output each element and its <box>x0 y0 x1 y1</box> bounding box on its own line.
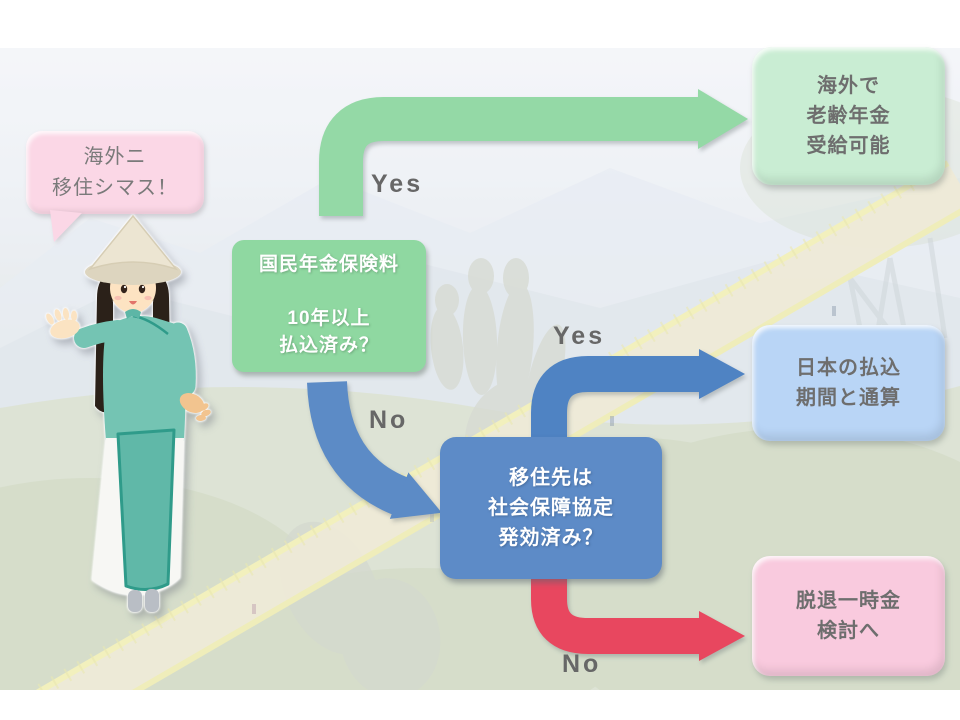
flow-node-lumpsum-outcome: 脱退一時金 検討へ <box>752 556 945 676</box>
flow-node-agreement-question: 移住先は 社会保障協定 発効済み？ <box>440 437 662 579</box>
edge-label-no-agreement: No <box>369 406 409 434</box>
mouth <box>129 301 137 305</box>
right-eye <box>138 284 146 294</box>
edge-label-yes-totalization: Yes <box>553 322 606 350</box>
shoe-right <box>145 589 159 612</box>
ao-dai-dress <box>46 308 211 612</box>
character-illustration <box>46 214 211 612</box>
left-eye <box>120 284 128 294</box>
right-hand <box>179 392 211 422</box>
shoe-left <box>128 590 142 612</box>
stone-hand-lower <box>279 521 441 690</box>
speech-bubble-tail <box>50 210 82 242</box>
conical-hat-icon <box>85 214 181 285</box>
flow-node-totalization-outcome: 日本の払込 期間と通算 <box>752 325 945 441</box>
edge-label-no-lumpsum: No <box>562 650 602 678</box>
left-hand <box>46 308 80 339</box>
flow-node-overseas-pension-outcome: 海外で 老齢年金 受給可能 <box>752 47 945 185</box>
front-panel <box>116 428 176 591</box>
edge-label-yes-overseas: Yes <box>371 170 424 198</box>
flow-node-pension-paid-question: 国民年金保険料 10年以上 払込済み？ <box>232 240 426 372</box>
speech-bubble: 海外ニ 移住シマス！ <box>26 131 204 214</box>
